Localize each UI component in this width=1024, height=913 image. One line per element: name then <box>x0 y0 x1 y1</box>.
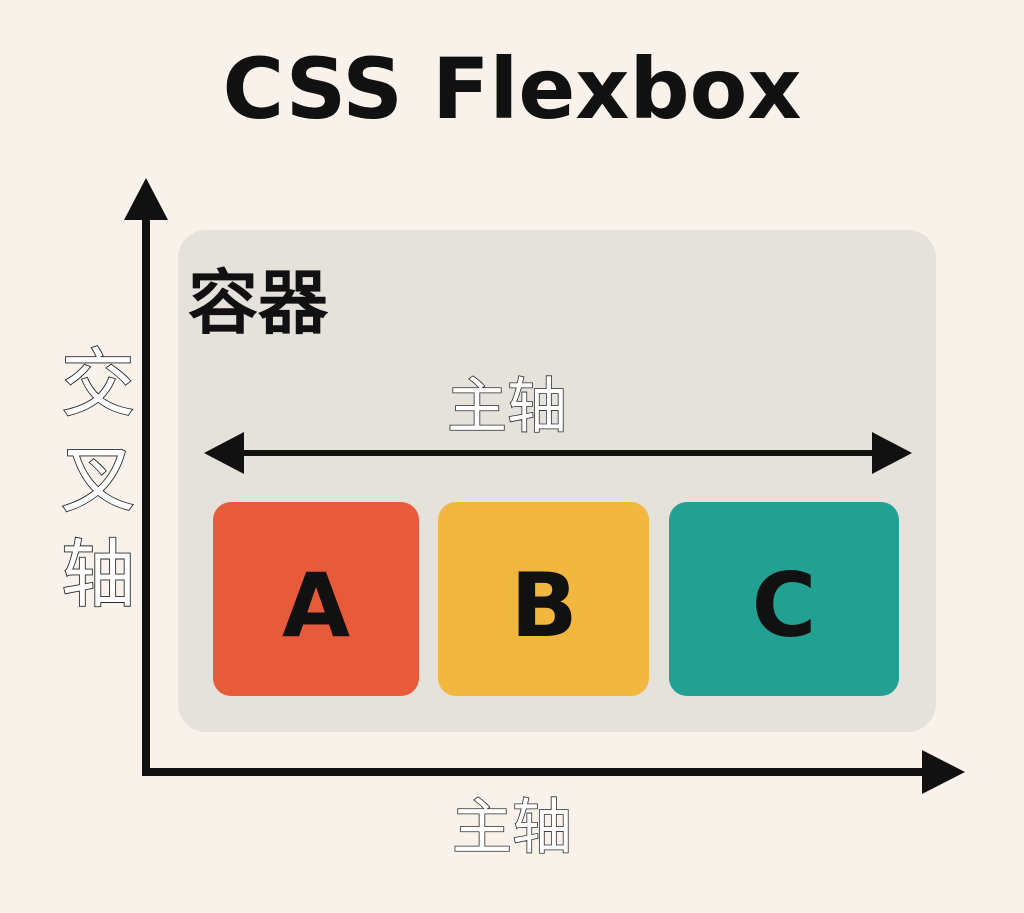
flex-item-c-label: C <box>752 554 817 657</box>
main-axis-label-outer: 主轴 <box>452 793 572 863</box>
cross-axis-arrow <box>124 178 168 774</box>
main-axis-outer-arrow-head <box>922 750 965 794</box>
cross-axis-label-char-2: 叉 <box>61 437 135 523</box>
cross-axis-arrow-head <box>124 178 168 220</box>
flex-item-a-box <box>213 502 419 696</box>
flex-item-c: C <box>669 502 899 696</box>
flex-item-b: B <box>438 502 649 696</box>
flex-item-a: A <box>213 502 419 696</box>
cross-axis-label: 交 叉 轴 <box>60 340 136 619</box>
container-label: 容器 <box>188 262 329 344</box>
diagram-title: CSS Flexbox <box>222 40 801 138</box>
flex-item-b-label: B <box>510 554 577 657</box>
main-axis-arrow <box>142 750 965 794</box>
main-axis-arrow-left-head <box>204 432 244 474</box>
main-axis-label-inner: 主轴 <box>447 372 567 442</box>
cross-axis-label-char-3: 轴 <box>61 532 135 618</box>
flex-item-b-box <box>438 502 649 696</box>
flex-item-a-label: A <box>282 554 350 657</box>
flex-item-c-box <box>669 502 899 696</box>
main-axis-double-arrow <box>204 432 912 474</box>
main-axis-arrow-right-head <box>872 432 912 474</box>
cross-axis-label-char-1: 交 <box>61 341 135 427</box>
